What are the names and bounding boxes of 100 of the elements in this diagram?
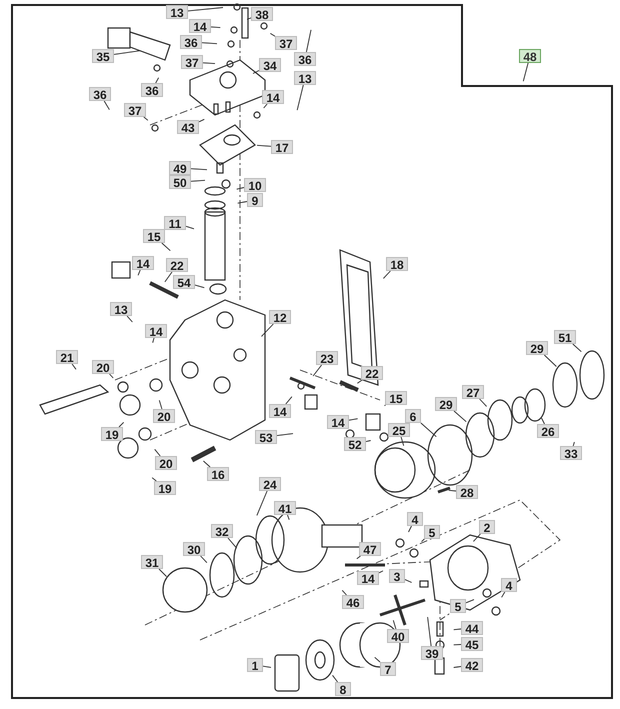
- callout-number: 2: [479, 520, 495, 534]
- callout-number: 14: [145, 324, 167, 338]
- callout-number: 13: [110, 302, 132, 316]
- callout-number: 41: [274, 501, 296, 515]
- leader-line: [164, 272, 172, 282]
- callout-number: 1: [247, 658, 263, 672]
- callout-number: 9: [247, 193, 263, 207]
- callout-number: 43: [177, 120, 199, 134]
- callout-number: 14: [189, 19, 211, 33]
- leader-line: [306, 29, 312, 52]
- callout-number: 52: [344, 437, 366, 451]
- leader-line: [158, 568, 167, 577]
- callout-number: 15: [385, 391, 407, 405]
- callout-number: 48: [519, 49, 541, 63]
- leader-line: [256, 490, 268, 516]
- callout-number: 40: [387, 629, 409, 643]
- callout-number: 49: [169, 161, 191, 175]
- leader-line: [256, 144, 272, 147]
- callout-number: 45: [461, 637, 483, 651]
- leader-line: [155, 77, 160, 84]
- leader-line: [263, 104, 268, 108]
- leader-line: [109, 374, 114, 378]
- leader-line: [126, 316, 133, 322]
- leader-line: [186, 226, 194, 230]
- callout-number: 42: [461, 658, 483, 672]
- callout-number: 38: [251, 7, 273, 21]
- leader-line: [143, 116, 148, 121]
- callout-number: 33: [560, 446, 582, 460]
- leader-line: [312, 364, 322, 376]
- leader-line: [194, 284, 205, 288]
- callout-number: 36: [180, 35, 202, 49]
- callout-number: 22: [166, 258, 188, 272]
- callout-number: 28: [456, 485, 478, 499]
- callout-number: 37: [275, 36, 297, 50]
- callout-number: 18: [386, 257, 408, 271]
- leader-line: [158, 400, 162, 410]
- leader-line: [104, 100, 110, 110]
- leader-line: [479, 398, 488, 407]
- callout-number: 46: [342, 595, 364, 609]
- callout-number: 32: [211, 524, 233, 538]
- leader-line: [448, 490, 456, 492]
- leader-line: [152, 338, 154, 344]
- callout-number: 3: [389, 569, 405, 583]
- leader-line: [154, 448, 161, 456]
- leader-line: [342, 590, 347, 596]
- callout-number: 36: [89, 87, 111, 101]
- leader-line: [246, 17, 252, 20]
- leader-line: [374, 656, 380, 662]
- leader-line: [427, 616, 432, 646]
- leader-line: [138, 270, 141, 276]
- callout-number: 5: [424, 525, 440, 539]
- leader-line: [522, 62, 529, 82]
- leader-line: [572, 344, 582, 352]
- leader-line: [420, 422, 437, 438]
- leader-line: [356, 380, 363, 384]
- callout-number: 15: [143, 229, 165, 243]
- leader-line: [392, 620, 396, 630]
- leader-line: [270, 32, 276, 37]
- callout-number: 14: [327, 415, 349, 429]
- callout-number: 36: [141, 83, 163, 97]
- callout-number: 54: [173, 275, 195, 289]
- callout-number: 5: [450, 599, 466, 613]
- callout-number: 35: [92, 49, 114, 63]
- callout-number: 13: [294, 71, 316, 85]
- leader-line: [252, 70, 260, 74]
- callout-number: 10: [244, 178, 266, 192]
- callout-number: 37: [124, 103, 146, 117]
- callout-number: 14: [269, 404, 291, 418]
- leader-line: [454, 410, 467, 422]
- callout-number: 24: [259, 477, 281, 491]
- callout-number: 20: [92, 360, 114, 374]
- leader-line: [118, 422, 124, 428]
- callout-number: 53: [255, 430, 277, 444]
- leader-line: [236, 187, 244, 190]
- callout-number: 20: [155, 456, 177, 470]
- leader-line: [198, 118, 205, 122]
- leader-line: [261, 324, 274, 337]
- callout-number: 4: [407, 512, 423, 526]
- leader-line: [285, 396, 292, 404]
- leader-line: [453, 666, 462, 668]
- leader-line: [276, 433, 294, 436]
- callout-number: 13: [166, 5, 188, 19]
- callout-number: 29: [435, 397, 457, 411]
- leader-line: [382, 270, 391, 279]
- leader-line: [237, 201, 248, 204]
- callout-number: 16: [207, 467, 229, 481]
- leader-line: [466, 599, 474, 604]
- callout-number: 44: [461, 621, 483, 635]
- callout-number: 51: [554, 330, 576, 344]
- callout-number: 50: [169, 175, 191, 189]
- callout-number: 29: [526, 341, 548, 355]
- leader-line: [332, 674, 338, 682]
- callout-number: 47: [359, 542, 381, 556]
- callout-number: 25: [388, 423, 410, 437]
- callout-number: 26: [537, 424, 559, 438]
- leader-line: [262, 666, 272, 668]
- leader-line: [152, 477, 157, 482]
- callout-number: 22: [361, 366, 383, 380]
- callout-number: 17: [271, 140, 293, 154]
- callout-number: 31: [141, 555, 163, 569]
